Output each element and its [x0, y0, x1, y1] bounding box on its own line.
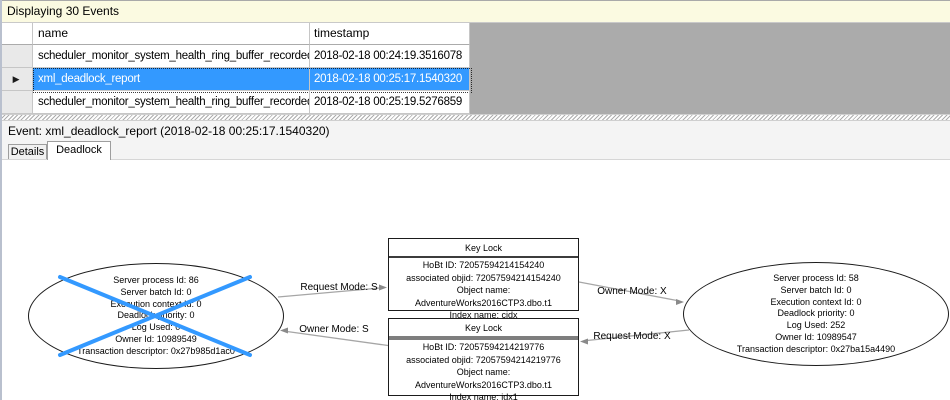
- process-node-text: Server process Id: 58 Server batch Id: 0…: [684, 263, 948, 356]
- hobt-id: HoBt ID: 72057594214219776: [422, 342, 545, 352]
- hobt-id: HoBt ID: 72057594214154240: [422, 260, 545, 270]
- column-header-timestamp[interactable]: timestamp: [310, 23, 470, 45]
- transaction-descriptor: Transaction descriptor: 0x27b985d1ac0: [77, 345, 235, 356]
- pane-top-border: [0, 0, 950, 1]
- row-selector-cell[interactable]: [0, 45, 33, 68]
- object-name: Object name: AdventureWorks2016CTP3.dbo.…: [415, 367, 552, 390]
- resource-node-keylock-idx1[interactable]: Key Lock HoBt ID: 72057594214219776 asso…: [388, 318, 579, 400]
- current-row-arrow-icon: ▶: [12, 74, 20, 84]
- row-selector-header[interactable]: [0, 23, 33, 45]
- index-name: Index name: idx1: [449, 392, 518, 400]
- row-selector-cell[interactable]: ▶: [0, 68, 33, 91]
- log-used: Log Used: 252: [786, 320, 846, 331]
- server-batch-id: Server batch Id: 0: [120, 286, 192, 297]
- execution-context-id: Execution context Id: 0: [110, 298, 202, 309]
- index-name: Index name: cidx: [449, 310, 518, 321]
- table-row-selected[interactable]: ▶ xml_deadlock_report 2018-02-18 00:25:1…: [0, 68, 472, 93]
- transaction-descriptor: Transaction descriptor: 0x27ba15a4490: [736, 343, 896, 354]
- resource-node-keylock-cidx[interactable]: Key Lock HoBt ID: 72057594214154240 asso…: [388, 238, 579, 320]
- table-row[interactable]: scheduler_monitor_system_health_ring_buf…: [0, 91, 470, 114]
- detail-tabstrip: Details Deadlock: [0, 141, 950, 160]
- owner-id: Owner Id: 10989549: [115, 333, 197, 344]
- resource-node-text: HoBt ID: 72057594214219776 associated ob…: [389, 340, 578, 400]
- events-count-label: Displaying 30 Events: [7, 4, 120, 18]
- process-node-victim[interactable]: Server process Id: 86 Server batch Id: 0…: [28, 263, 284, 369]
- owner-id: Owner Id: 10989547: [775, 331, 857, 342]
- object-name: Object name: AdventureWorks2016CTP3.dbo.…: [415, 285, 552, 308]
- execution-context-id: Execution context Id: 0: [770, 296, 862, 307]
- process-node-text: Server process Id: 86 Server batch Id: 0…: [29, 264, 283, 358]
- column-header-name[interactable]: name: [33, 23, 310, 45]
- deadlock-priority: Deadlock priority: 0: [117, 310, 195, 321]
- event-timestamp-cell[interactable]: 2018-02-18 00:25:19.5276859: [310, 91, 470, 114]
- edge-label-request-s: Request Mode: S: [300, 282, 378, 293]
- log-used: Log Used: 0: [131, 322, 181, 333]
- row-selector-cell[interactable]: [0, 91, 33, 114]
- event-name-cell[interactable]: scheduler_monitor_system_health_ring_buf…: [33, 91, 310, 114]
- process-node[interactable]: Server process Id: 58 Server batch Id: 0…: [683, 262, 949, 366]
- grid-empty-area: [470, 23, 950, 114]
- edge-label-owner-x: Owner Mode: X: [597, 286, 667, 297]
- pane-left-border: [0, 0, 2, 400]
- associated-objid: associated objid: 72057594214219776: [406, 354, 561, 365]
- grid-header-row: name timestamp: [0, 23, 470, 45]
- event-name-cell[interactable]: scheduler_monitor_system_health_ring_buf…: [33, 45, 310, 68]
- events-count-bar: Displaying 30 Events: [0, 0, 950, 23]
- edge-label-owner-s: Owner Mode: S: [299, 324, 369, 335]
- event-timestamp-cell[interactable]: 2018-02-18 00:24:19.3516078: [310, 45, 470, 68]
- events-grid-area: name timestamp scheduler_monitor_system_…: [0, 23, 950, 114]
- tab-details[interactable]: Details: [8, 144, 47, 159]
- event-name-cell[interactable]: xml_deadlock_report: [33, 68, 310, 91]
- resource-node-text: HoBt ID: 72057594214154240 associated ob…: [389, 258, 578, 322]
- tab-deadlock[interactable]: Deadlock: [47, 141, 111, 160]
- associated-objid: associated objid: 72057594214154240: [406, 272, 561, 283]
- resource-node-title: Key Lock: [389, 319, 578, 340]
- server-batch-id: Server batch Id: 0: [780, 284, 852, 295]
- edge-label-request-x: Request Mode: X: [593, 331, 671, 342]
- horizontal-splitter[interactable]: [0, 114, 950, 121]
- event-timestamp-cell[interactable]: 2018-02-18 00:25:17.1540320: [310, 68, 470, 91]
- deadlock-priority: Deadlock priority: 0: [777, 308, 855, 319]
- table-row[interactable]: scheduler_monitor_system_health_ring_buf…: [0, 45, 470, 68]
- server-process-id: Server process Id: 86: [113, 275, 199, 285]
- events-grid: name timestamp scheduler_monitor_system_…: [0, 23, 472, 114]
- resource-node-title: Key Lock: [389, 239, 578, 258]
- server-process-id: Server process Id: 58: [773, 273, 859, 283]
- event-detail-label: Event: xml_deadlock_report (2018-02-18 0…: [8, 124, 330, 138]
- event-detail-bar: Event: xml_deadlock_report (2018-02-18 0…: [0, 121, 950, 141]
